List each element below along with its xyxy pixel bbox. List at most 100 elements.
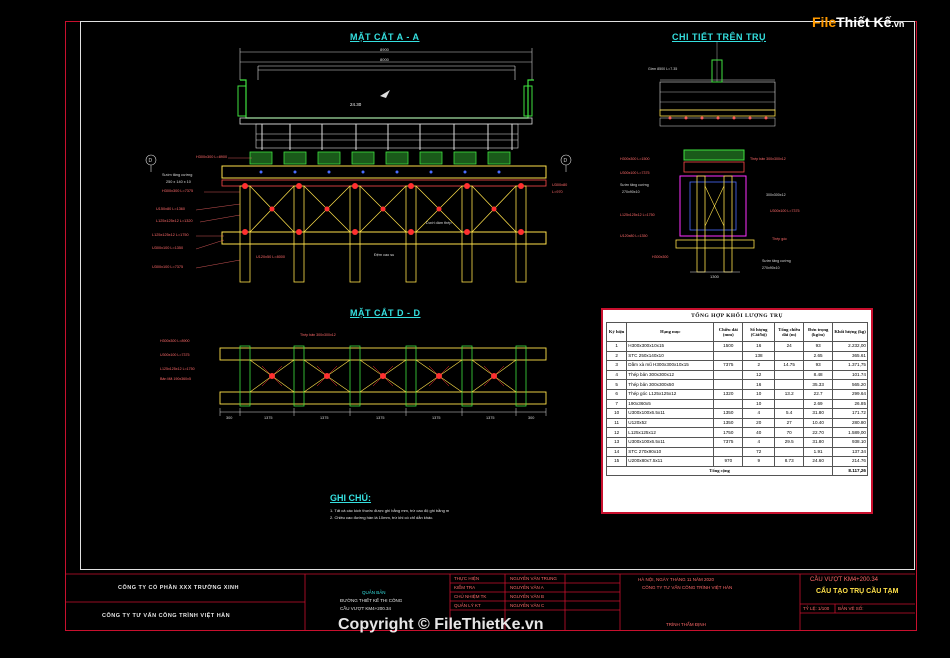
tb-name-2: NGUYỄN VĂN B [510,594,545,599]
pier-detail-drawing: 1300 [659,42,776,279]
bom-table-cell: 10 [742,388,776,400]
label-aa-l8: U300x100 L=7375 [152,265,183,269]
bom-table-cell: 22.7 [803,388,834,400]
bom-table-cell: 13.2 [774,388,805,400]
bom-table-cell: 5.4 [774,408,805,419]
bom-table-cell [774,398,805,410]
tb-name-1: NGUYỄN VĂN A [510,585,544,590]
section-dd-drawing: 300 1375 1375 1375 1375 1375 300 [219,345,547,420]
bom-table-cell: 8.73 [774,456,805,467]
bom-header-cell: Tổng chiều dài (m) [774,322,805,342]
notes-block: GHI CHÚ: 1. Tất cả các kích thước được g… [330,492,449,521]
bom-table-cell: 31.80 [803,436,834,448]
bom-table-cell: 4 [742,436,776,448]
bom-table-cell [713,379,744,390]
note-line-1: 1. Tất cả các kích thước được ghi bằng m… [330,508,450,513]
bom-table-cell: 1320 [713,388,744,400]
drawing-frame-inner [80,21,915,570]
bom-table-cell: 565.20 [832,379,868,390]
bom-table-cell: 9 [742,456,776,467]
bom-table-cell: 24.60 [803,456,834,467]
label-aa-l2: 250 x 140 x 10 [166,180,191,184]
bom-table-cell: STC 270x90x10 [626,446,715,458]
label-detail-0: Gờm 8500 L=7.35 [648,67,677,71]
dim-dd-2: 1375 [320,416,328,420]
bom-table-cell: 14 [605,446,628,458]
bom-table-cell: 70 [774,427,805,438]
bom-table-cell: 365.61 [832,350,868,362]
bom-table-cell: 35.33 [803,379,834,390]
bom-table-cell: 2.69 [803,398,834,410]
label-detail-11: Thép góc [772,237,787,241]
dim-top-width: 8900 [380,47,390,52]
label-aa-l1: Sườn tăng cường [162,173,192,177]
label-aa-r3: Đệm cao su [374,253,394,257]
bom-table: Ký hiệu Hạng mục Chiều dài (mm) Số lượng… [605,322,868,477]
label-detail-10: U300x100 L=7375 [770,209,799,213]
bom-table-cell: 26.85 [832,398,868,410]
bom-table-cell: 1350 [713,408,744,419]
bom-table-cell: 10.40 [803,417,834,429]
bom-table-cell: 10 [742,398,776,410]
label-dd-4: Thép bản 300x300x12 [300,333,336,337]
tb-role-3: QUẢN LÝ KT [454,603,481,608]
bom-table-cell [713,446,744,458]
bom-table-cell: 13 [605,436,628,448]
bom-table-cell: 5 [605,379,628,390]
bom-table-cell: 15 [605,456,628,467]
bom-header-row: Ký hiệu Hạng mục Chiều dài (mm) Số lượng… [605,322,868,342]
bom-header-cell: Ký hiệu [605,322,628,342]
bom-table-cell: Dầm xà mũ H300x300x10x15 [626,360,715,371]
bom-table-cell: 1.589,00 [832,427,868,438]
copyright-watermark: Copyright © FileThietKe.vn [338,616,544,633]
bom-table-cell [774,350,805,362]
bom-table-cell: H300x300x10x15 [626,341,715,352]
bom-table-cell: Thép bản 300x300x12 [626,369,715,381]
section-dd-labels: H300x300 L=8900 U300x100 L=7375 L125x125… [160,333,336,381]
dim-dd-5: 1375 [486,416,494,420]
tb-mid-b: ĐƯỜNG THIẾT KẾ THI CÔNG [340,598,403,603]
label-detail-13: 270x90x10 [762,266,780,270]
title-section-aa: MẶT CẮT A - A [350,32,420,42]
bom-table-cell: Thép bản 300x300x50 [626,379,715,390]
tb-role-0: THỰC HIỆN [454,576,480,581]
bom-table-cell: 7 [605,398,628,410]
pier-detail-labels: Gờm 8500 L=7.35 H300x300 L=1500 U300x100… [620,67,799,270]
bom-header-cell: Chiều dài (mm) [713,322,744,342]
label-detail-1: H300x300 L=1500 [620,157,649,161]
label-detail-7: H300x300 [652,255,668,259]
site-logo: FileThiết Kế.vn [812,14,904,30]
bom-table-cell: 10 [605,408,628,419]
bom-table-cell: 29.5 [774,436,805,448]
bom-table-cell: 2.232,00 [832,341,868,352]
bom-table-cell: 101.74 [832,369,868,381]
tb-role-1: KIỂM TRA [454,585,476,590]
label-detail-5: L125x125x12 L=1750 [620,213,655,217]
dim-pier-width: 1300 [710,274,720,279]
logo-text-main: Thiết Kế [836,14,892,30]
tb-drawing-title: CẤU TẠO TRỤ CẦU TẠM [816,588,899,595]
bom-table-panel: TỔNG HỢP KHỐI LƯỢNG TRỤ Ký hiệu Hạng mục… [601,308,873,514]
label-detail-9: 300x300x12 [766,193,786,197]
label-aa-l3: H300x300 L=7375 [162,189,193,193]
bom-table-cell: 12 [742,369,776,381]
bom-table-cell [713,398,744,410]
bom-table-cell: 20 [742,417,776,429]
bom-table-cell: 4 [742,408,776,419]
bom-table-cell: 93 [803,360,834,371]
bom-table-cell: 938.10 [832,436,868,448]
bom-table-cell: 3 [605,360,628,371]
bom-header-cell: Hạng mục [626,322,715,342]
bom-header-cell: Số lượng (Cái/bộ) [742,322,776,342]
bom-table-cell: 4 [605,369,628,381]
label-aa-r1: L=970 [552,190,563,194]
label-aa-l5: L125x125x12 L=1320 [156,219,193,223]
